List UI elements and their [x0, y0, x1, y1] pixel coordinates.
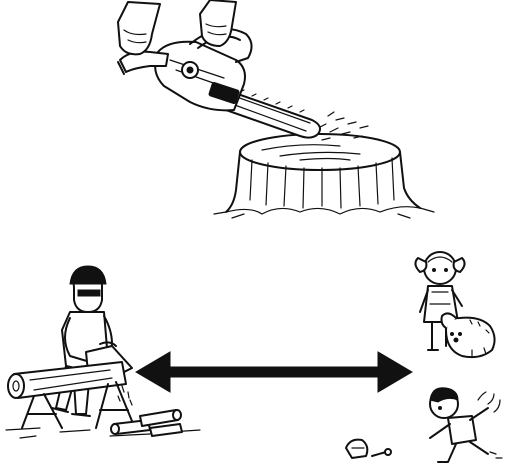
cut-logs	[111, 410, 182, 436]
running-boy	[430, 388, 502, 462]
double-headed-arrow	[136, 352, 412, 392]
sawhorse-scene	[6, 266, 200, 438]
toys	[346, 440, 391, 458]
log	[8, 362, 126, 398]
worker	[52, 266, 112, 416]
dog	[442, 313, 495, 357]
children-scene	[346, 252, 502, 462]
chainsaw-scene	[118, 0, 434, 218]
tree-stump	[214, 134, 434, 218]
